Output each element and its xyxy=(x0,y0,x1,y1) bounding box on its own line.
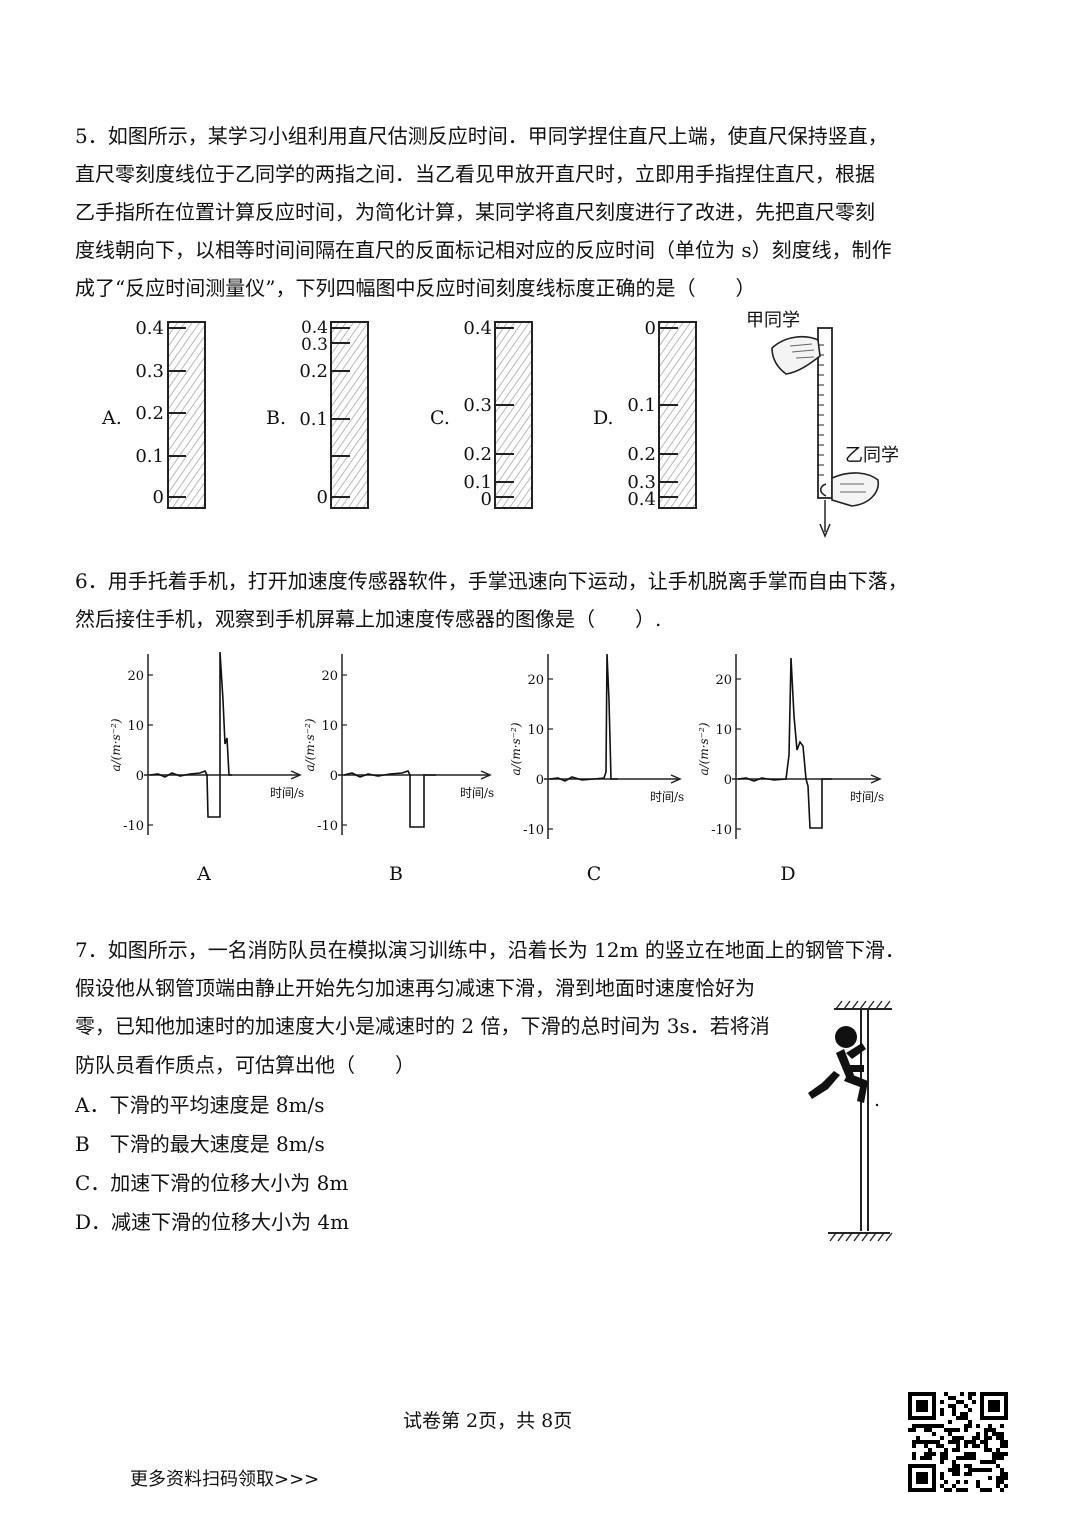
y-tick-label: -10 xyxy=(123,819,144,834)
ruler-a-tick: 0.1 xyxy=(135,446,164,467)
ruler-d-tick: 0.3 xyxy=(627,472,656,493)
y-axis-label: a/(m·s⁻²) xyxy=(109,718,123,771)
accel-curve xyxy=(737,657,832,829)
ruler-b-tick: 0.1 xyxy=(299,409,328,430)
ruler-c-tick: 0.2 xyxy=(463,444,492,465)
ruler-b-tick: 0.3 xyxy=(301,335,328,355)
ruler-d: 0 0.1 0.2 0.3 0.4 D. xyxy=(593,318,697,510)
q7-option-c: C．加速下滑的位移大小为 8m xyxy=(75,1171,349,1195)
person-a-label: 甲同学 xyxy=(746,310,800,331)
page-number: 试卷第 2页，共 8页 xyxy=(403,1410,573,1432)
x-axis-label: 时间/s xyxy=(850,790,884,804)
option-b-label: B. xyxy=(266,407,286,429)
ruler-d-tick: 0.4 xyxy=(627,489,656,510)
qr-code[interactable] xyxy=(908,1392,1008,1492)
ruler-c: 0.4 0.3 0.2 0.1 0 C. xyxy=(430,318,533,510)
accel-curve xyxy=(343,770,436,828)
y-tick-label: 10 xyxy=(127,719,144,734)
ruler-b: 0.4 0.3 0.2 0.1 0 B. xyxy=(266,318,369,509)
graph-letter: C xyxy=(587,863,602,885)
q5-line-4: 度线朝向下，以相等时间间隔在直尺的反面标记相对应的反应时间（单位为 s）刻度线，… xyxy=(75,238,892,262)
firefighter-illustration xyxy=(808,1000,893,1242)
q6-line-2: 然后接住手机，观察到手机屏幕上加速度传感器的图像是（ ）. xyxy=(75,607,662,631)
ruler-c-tick: 0.1 xyxy=(463,472,492,493)
ruler-a: 0.4 0.3 0.2 0.1 0 A. xyxy=(101,318,206,509)
person-b-label: 乙同学 xyxy=(845,445,899,466)
y-tick-label: 0 xyxy=(136,769,144,784)
q7-option-b: B 下滑的最大速度是 8m/s xyxy=(75,1132,325,1156)
y-tick-label: -10 xyxy=(523,823,544,838)
ruler-b-tick: 0 xyxy=(317,487,328,508)
y-tick-label: -10 xyxy=(711,823,732,838)
q7-line-2: 假设他从钢管顶端由静止开始先匀加速再匀减速下滑，滑到地面时速度恰好为 xyxy=(75,976,755,1000)
ruler-a-tick: 0 xyxy=(153,487,164,508)
y-tick-label: 20 xyxy=(127,669,144,684)
y-axis-label: a/(m·s⁻²) xyxy=(509,722,523,775)
y-tick-label: 0 xyxy=(724,773,732,788)
accel-graph-d: 20 10 0 -10 a/(m·s⁻²) 时间/sD xyxy=(697,654,884,885)
y-tick-label: 10 xyxy=(715,723,732,738)
y-tick-label: 20 xyxy=(527,673,544,688)
ruler-c-tick: 0.4 xyxy=(463,318,492,339)
q7-option-a: A．下滑的平均速度是 8m/s xyxy=(75,1093,325,1117)
q5-line-3: 乙手指所在位置计算反应时间，为简化计算，某同学将直尺刻度进行了改进，先把直尺零刻 xyxy=(75,200,875,224)
q5-line-1: 5．如图所示，某学习小组利用直尺估测反应时间．甲同学捏住直尺上端，使直尺保持竖直… xyxy=(75,124,888,148)
ruler-b-tick: 0.2 xyxy=(299,361,328,382)
y-tick-label: -10 xyxy=(317,819,338,834)
accel-graph-c: 20 10 0 -10 a/(m·s⁻²) 时间/sC xyxy=(509,653,684,885)
ruler-c-tick: 0.3 xyxy=(463,395,492,416)
q7-line-4: 防队员看作质点，可估算出他（ ） xyxy=(75,1053,415,1077)
option-c-label: C. xyxy=(430,407,450,429)
y-tick-label: 10 xyxy=(527,723,544,738)
ruler-a-tick: 0.2 xyxy=(135,403,164,424)
ruler-c-tick: 0 xyxy=(481,489,492,510)
q5-line-5: 成了“反应时间测量仪”，下列四幅图中反应时间刻度线标度正确的是（ ） xyxy=(75,276,756,300)
x-axis-label: 时间/s xyxy=(460,786,494,800)
accel-curve xyxy=(549,653,618,782)
y-tick-label: 0 xyxy=(330,769,338,784)
y-tick-label: 10 xyxy=(321,719,338,734)
ruler-a-tick: 0.3 xyxy=(135,361,164,382)
q7-line-1: 7．如图所示，一名消防队员在模拟演习训练中，沿着长为 12m 的竖立在地面上的钢… xyxy=(75,938,905,962)
ruler-a-tick: 0.4 xyxy=(135,318,164,339)
accel-graph-a: 20 10 0 -10 a/(m·s⁻²) 时间/sA xyxy=(109,651,304,885)
option-d-label: D. xyxy=(593,407,614,429)
graph-letter: D xyxy=(780,863,795,885)
q5-figures: 0.4 0.3 0.2 0.1 0 A. 0.4 0.3 0.2 0.1 0 B… xyxy=(101,310,899,538)
ruler-d-tick: 0.2 xyxy=(627,444,656,465)
hand-ruler-illustration: 甲同学 乙同学 xyxy=(746,310,899,538)
ruler-d-tick: 0 xyxy=(645,318,656,339)
q5-line-2: 直尺零刻度线位于乙同学的两指之间．当乙看见甲放开直尺时，立即用手指捏住直尺，根据 xyxy=(75,162,875,186)
x-axis-label: 时间/s xyxy=(650,790,684,804)
option-a-label: A. xyxy=(101,407,122,429)
graph-letter: A xyxy=(196,863,211,885)
q6-graphs: 20 10 0 -10 a/(m·s⁻²) 时间/sA 20 10 0 -10 a/(m·s⁻²) 时… xyxy=(109,651,884,885)
graph-letter: B xyxy=(389,863,403,885)
q7-line-3: 零，已知他加速时的加速度大小是减速时的 2 倍，下滑的总时间为 3s．若将消 xyxy=(75,1014,770,1038)
y-tick-label: 0 xyxy=(536,773,544,788)
y-axis-label: a/(m·s⁻²) xyxy=(303,718,317,771)
q7-option-d: D．减速下滑的位移大小为 4m xyxy=(75,1210,350,1234)
x-axis-label: 时间/s xyxy=(270,786,304,800)
ruler-d-tick: 0.1 xyxy=(627,395,656,416)
promo-text: 更多资料扫码领取>>> xyxy=(130,1469,320,1490)
q6-line-1: 6．用手托着手机，打开加速度传感器软件，手掌迅速向下运动，让手机脱离手掌而自由下… xyxy=(75,569,908,593)
y-tick-label: 20 xyxy=(715,673,732,688)
y-axis-label: a/(m·s⁻²) xyxy=(697,722,711,775)
accel-curve xyxy=(149,651,232,818)
y-tick-label: 20 xyxy=(321,669,338,684)
accel-graph-b: 20 10 0 -10 a/(m·s⁻²) 时间/sB xyxy=(303,654,494,885)
ruler-b-tick: 0.4 xyxy=(301,318,328,338)
